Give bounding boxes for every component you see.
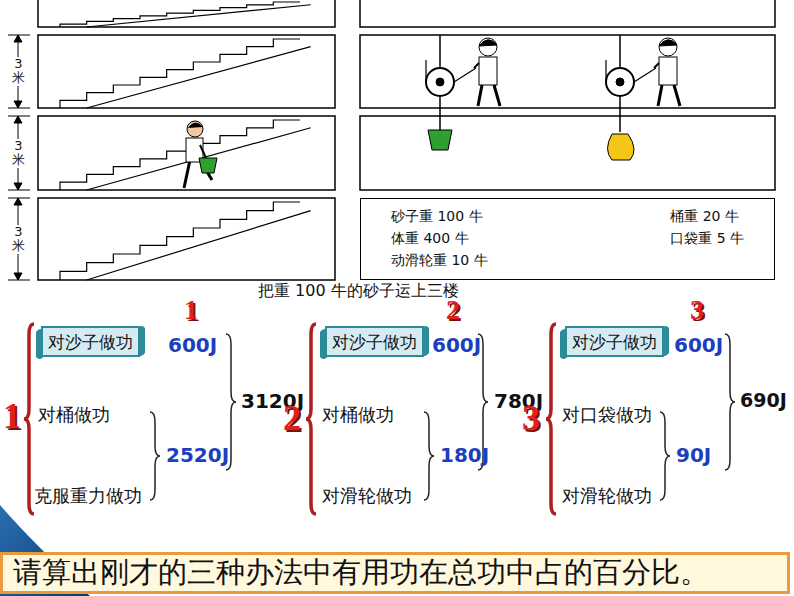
step-number: 2 [446, 296, 460, 324]
brackets [24, 324, 735, 514]
info-box: 砂子重 100 牛 桶重 20 牛体重 400 牛 口袋重 5 牛动滑轮重 10 牛 [360, 198, 775, 280]
dimension-tick [8, 198, 30, 199]
work-item-holder: 对桶做功 [322, 405, 394, 426]
work-value-holder: 600J [168, 334, 217, 357]
curly-brace [725, 334, 735, 470]
node-text: 对沙子做功 [332, 331, 417, 354]
node-text: 砂子重 100 牛 [391, 208, 650, 226]
caption-label: 把重 100 牛的砂子运上三楼 [258, 282, 459, 300]
curly-brace [24, 324, 34, 514]
step-number-holder: 3 [690, 296, 704, 324]
method-number: 3 [522, 400, 540, 436]
stair-steps [60, 120, 300, 190]
ribbon-banner: 对沙子做功 [560, 326, 669, 359]
method-number-holder: 1 [3, 398, 21, 434]
ribbon-body [42, 327, 139, 356]
step-number: 1 [184, 296, 198, 324]
method-number: 2 [283, 400, 301, 436]
node-text: 体重 400 牛 [391, 230, 650, 248]
curly-brace [660, 412, 670, 500]
dimension-tick [8, 108, 30, 109]
dimension-label-holder: 3米 [12, 139, 25, 168]
node-text: 口袋重 5 牛 [670, 230, 744, 248]
staircases [60, 2, 311, 280]
work-item-holder: 对桶做功 [38, 405, 110, 426]
work-value: 600J [168, 334, 217, 357]
work-item: 对滑轮做功 [562, 486, 652, 507]
pulley-sack [606, 35, 680, 160]
work-item-holder: 对滑轮做功 [562, 486, 652, 507]
question-banner: 请算出刚才的三种办法中有用功在总功中占的百分比。 [0, 552, 790, 594]
dimension-label-holder: 3米 [12, 225, 25, 254]
node-text: 对沙子做功 [48, 331, 133, 354]
total-work: 690J [740, 390, 787, 412]
step-number-holder: 2 [446, 296, 460, 324]
work-item-holder: 克服重力做功 [34, 486, 142, 507]
method-number-holder: 2 [283, 400, 301, 436]
stair-steps [60, 2, 300, 27]
dimension-label: 3米 [12, 225, 25, 254]
dimension-tick [8, 116, 30, 117]
work-value-holder: 180J [440, 444, 489, 467]
dimension-arrow [14, 116, 22, 123]
ribbon-banner: 对沙子做功 [320, 326, 429, 359]
dimension-tick [8, 35, 30, 36]
dimension-arrow [14, 35, 22, 42]
node-text: 请算出刚才的三种办法中有用功在总功中占的百分比。 [13, 553, 709, 593]
curly-brace [546, 324, 556, 514]
work-value: 600J [432, 334, 481, 357]
ribbon-body [326, 327, 423, 356]
work-item: 对口袋做功 [562, 405, 652, 426]
stair-stringer [87, 47, 311, 108]
dimension-tick [8, 190, 30, 191]
caption-label-holder: 把重 100 牛的砂子运上三楼 [258, 282, 459, 300]
curly-brace [150, 412, 160, 500]
method-number: 1 [3, 398, 21, 434]
stair-steps [60, 202, 300, 280]
building-rooms [38, 0, 775, 280]
work-item-holder: 对口袋做功 [562, 405, 652, 426]
stair-steps [60, 39, 300, 108]
work-value-holder: 90J [676, 444, 711, 467]
work-value-holder: 2520J [166, 444, 229, 467]
node-text: 动滑轮重 10 牛 [391, 252, 650, 270]
step-number-holder: 1 [184, 296, 198, 324]
dimension-label-holder: 3米 [12, 57, 25, 86]
work-item: 对桶做功 [322, 405, 394, 426]
method-number-holder: 3 [522, 400, 540, 436]
work-item: 对滑轮做功 [322, 486, 412, 507]
dimension-arrow [14, 198, 22, 205]
stair-stringer [87, 5, 311, 27]
ribbon-banner: 对沙子做功 [36, 326, 145, 359]
work-value: 180J [440, 444, 489, 467]
dimension-arrow [14, 183, 22, 190]
work-value-holder: 600J [432, 334, 481, 357]
pulley-bucket [426, 35, 500, 150]
dimension-tick [8, 280, 30, 281]
work-item: 对桶做功 [38, 405, 110, 426]
work-value-holder: 600J [674, 334, 723, 357]
curly-brace [424, 412, 434, 500]
stair-stringer [87, 128, 311, 190]
ribbon-body [566, 327, 663, 356]
dimension-arrow [14, 273, 22, 280]
dimension-arrow [14, 101, 22, 108]
dimension-markers [8, 35, 30, 280]
node-text: 桶重 20 牛 [670, 208, 744, 226]
work-value: 90J [676, 444, 711, 467]
work-value: 2520J [166, 444, 229, 467]
stair-person [184, 121, 217, 188]
curly-brace [306, 324, 316, 514]
work-value: 600J [674, 334, 723, 357]
dimension-label: 3米 [12, 139, 25, 168]
dimension-label: 3米 [12, 57, 25, 86]
work-item-holder: 对滑轮做功 [322, 486, 412, 507]
stair-stringer [87, 211, 311, 280]
step-number: 3 [690, 296, 704, 324]
work-item: 克服重力做功 [34, 486, 142, 507]
node-text: 对沙子做功 [572, 331, 657, 354]
total-work-holder: 690J [740, 390, 787, 412]
